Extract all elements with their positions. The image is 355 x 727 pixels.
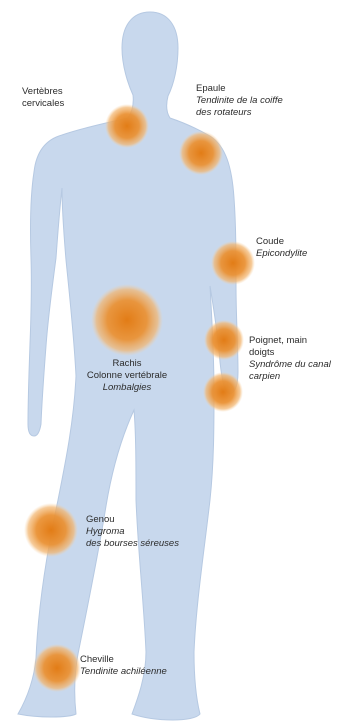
cervical-title-line2: cervicales bbox=[22, 98, 64, 110]
label-spine: Rachis Colonne vertébrale Lombalgies bbox=[66, 358, 188, 394]
hotspot-elbow bbox=[211, 241, 255, 285]
elbow-title: Coude bbox=[256, 236, 307, 248]
label-ankle: Cheville Tendinite achiléenne bbox=[80, 654, 167, 678]
label-elbow: Coude Epicondylite bbox=[256, 236, 307, 260]
ankle-title: Cheville bbox=[80, 654, 167, 666]
hotspot-ankle bbox=[33, 644, 81, 692]
hotspot-wrist-upper bbox=[204, 320, 244, 360]
hotspot-wrist-lower bbox=[203, 372, 243, 412]
ankle-condition: Tendinite achiléenne bbox=[80, 666, 167, 678]
shoulder-condition-line1: Tendinite de la coiffe bbox=[196, 95, 283, 107]
wrist-condition-line2: carpien bbox=[249, 371, 331, 383]
hotspot-cervical bbox=[105, 104, 149, 148]
spine-condition: Lombalgies bbox=[66, 382, 188, 394]
wrist-condition-line1: Syndrôme du canal bbox=[249, 359, 331, 371]
hotspot-spine bbox=[91, 284, 163, 356]
hotspot-shoulder bbox=[179, 131, 223, 175]
knee-condition-line2: des bourses séreuses bbox=[86, 538, 179, 550]
label-cervical: Vertèbres cervicales bbox=[22, 86, 64, 110]
cervical-title-line1: Vertèbres bbox=[22, 86, 64, 98]
knee-condition-line1: Hygroma bbox=[86, 526, 179, 538]
hotspot-knee bbox=[24, 503, 78, 557]
label-wrist: Poignet, main doigts Syndrôme du canal c… bbox=[249, 335, 331, 383]
elbow-condition: Epicondylite bbox=[256, 248, 307, 260]
spine-title-line2: Colonne vertébrale bbox=[66, 370, 188, 382]
label-shoulder: Epaule Tendinite de la coiffe des rotate… bbox=[196, 83, 283, 119]
label-knee: Genou Hygroma des bourses séreuses bbox=[86, 514, 179, 550]
wrist-title-line1: Poignet, main bbox=[249, 335, 331, 347]
shoulder-condition-line2: des rotateurs bbox=[196, 107, 283, 119]
wrist-title-line2: doigts bbox=[249, 347, 331, 359]
knee-title: Genou bbox=[86, 514, 179, 526]
shoulder-title: Epaule bbox=[196, 83, 283, 95]
spine-title-line1: Rachis bbox=[66, 358, 188, 370]
